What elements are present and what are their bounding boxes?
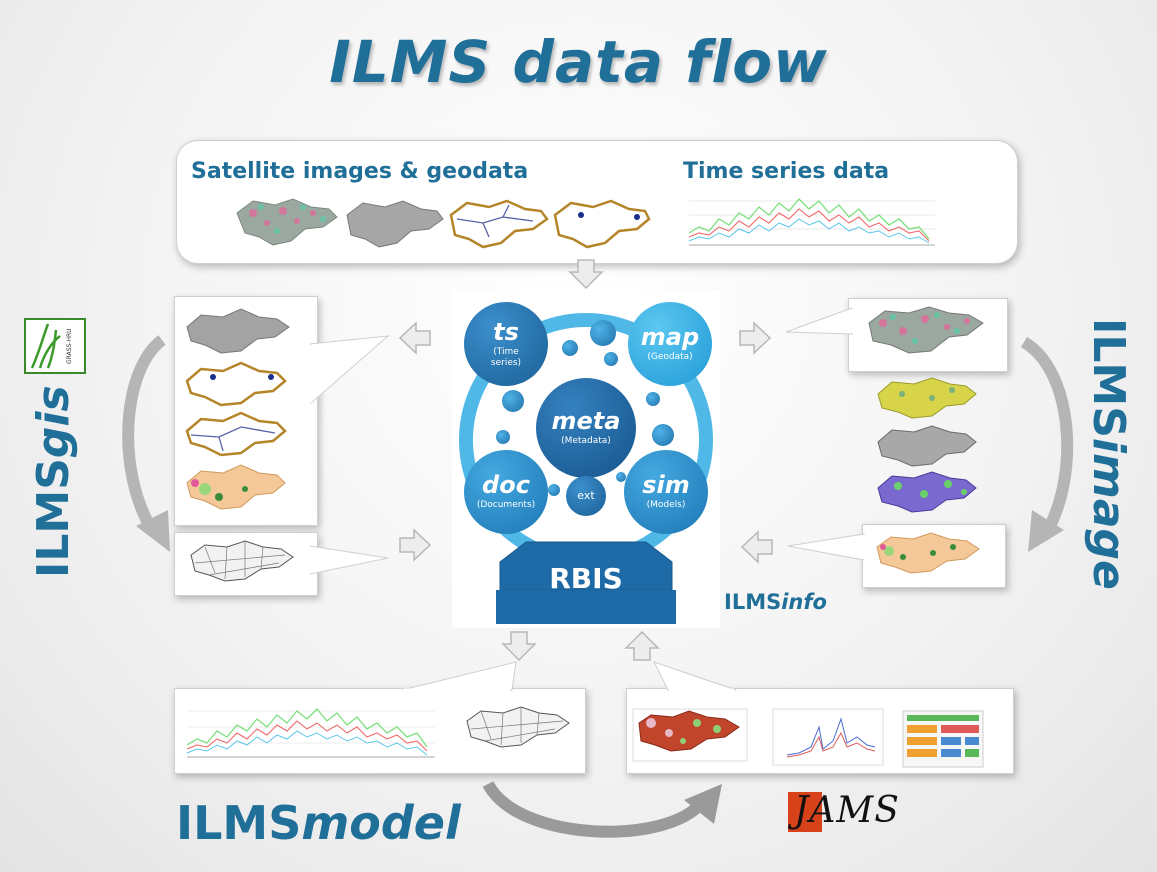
ext-label: ext bbox=[577, 488, 595, 502]
curved-arrow-left bbox=[122, 335, 170, 552]
map-label: map bbox=[640, 323, 700, 352]
grass-logo-icon bbox=[30, 323, 61, 369]
classified-image-stack bbox=[877, 377, 977, 513]
diagram-title: ILMS data flow bbox=[329, 28, 828, 96]
ilms-info-label: ILMSinfo bbox=[724, 590, 827, 614]
gis-map-thumbnails bbox=[185, 308, 290, 510]
doc-bubble: doc (Documents) bbox=[464, 450, 548, 534]
rbis-hub: ts (Time series) map (Geodata) meta (Met… bbox=[452, 290, 720, 628]
input-data-panel: Satellite images & geodata Time series d… bbox=[176, 140, 1018, 264]
rbis-label: RBIS bbox=[549, 562, 623, 595]
geodata-thumbnails bbox=[236, 198, 651, 249]
arrow-right-lower-left bbox=[399, 528, 432, 562]
jams-logo: JAMS bbox=[788, 790, 918, 834]
arrow-down-bottom bbox=[501, 631, 537, 662]
image-output-callout-pointer bbox=[787, 533, 866, 561]
deco-dot bbox=[604, 352, 618, 366]
ts-label: ts bbox=[493, 318, 519, 347]
ts-sub2: series) bbox=[490, 357, 522, 368]
deco-dot bbox=[562, 340, 578, 356]
ilms-gis-label: ILMSgis bbox=[28, 385, 79, 578]
meta-bubble: meta (Metadata) bbox=[536, 378, 636, 478]
results-callout-pointer bbox=[653, 661, 737, 692]
time-series-label: Time series data bbox=[683, 159, 890, 184]
ilms-model-label: ILMSmodel bbox=[176, 796, 461, 850]
ilms-image-label: ILMSimage bbox=[1083, 318, 1134, 590]
arrow-right-upper bbox=[739, 321, 772, 355]
grass-hru-logo: GRASS-HRU bbox=[24, 318, 86, 374]
time-series-thumbnail bbox=[688, 198, 935, 246]
deco-dot bbox=[652, 424, 674, 446]
deco-dot bbox=[590, 320, 616, 346]
meta-label: meta bbox=[551, 407, 621, 436]
sim-label: sim bbox=[642, 471, 690, 500]
model-callout-pointer bbox=[401, 661, 517, 692]
model-output-thumbnails bbox=[186, 706, 570, 758]
results-thumbnails bbox=[632, 708, 984, 768]
satellite-image-thumbnail bbox=[868, 306, 984, 354]
doc-label: doc bbox=[482, 471, 530, 500]
ext-bubble: ext bbox=[566, 476, 606, 516]
deco-dot bbox=[502, 390, 524, 412]
gis-callout-pointer bbox=[310, 335, 390, 405]
deco-dot bbox=[496, 430, 510, 444]
deco-dot bbox=[616, 472, 626, 482]
hru-map-thumbnail bbox=[190, 540, 294, 582]
deco-dot bbox=[646, 392, 660, 406]
hru-callout-pointer bbox=[310, 545, 389, 575]
map-sub: (Geodata) bbox=[647, 352, 693, 363]
jams-logo-mark bbox=[788, 792, 822, 832]
ts-bubble: ts (Time series) bbox=[464, 302, 548, 386]
arrow-left-lower-right bbox=[740, 530, 773, 564]
meta-sub: (Metadata) bbox=[561, 436, 611, 447]
jams-logo-text: JAMS bbox=[794, 790, 900, 831]
arrow-left-upper bbox=[398, 321, 431, 355]
sim-sub: (Models) bbox=[646, 500, 686, 511]
land-use-map-thumbnail bbox=[876, 532, 980, 574]
doc-sub: (Documents) bbox=[476, 500, 536, 511]
map-bubble: map (Geodata) bbox=[628, 302, 712, 386]
image-input-panel bbox=[848, 298, 1008, 372]
deco-dot bbox=[548, 484, 560, 496]
arrow-up-bottom bbox=[624, 630, 660, 661]
ts-sub1: (Time bbox=[493, 347, 519, 358]
arrow-down-top bbox=[568, 259, 604, 290]
satellite-geodata-label: Satellite images & geodata bbox=[191, 159, 529, 184]
model-output-panel bbox=[174, 688, 586, 774]
curved-arrow-bottom bbox=[482, 780, 722, 838]
hub-ring bbox=[459, 313, 713, 624]
image-input-callout-pointer bbox=[785, 307, 854, 335]
sim-bubble: sim (Models) bbox=[624, 450, 708, 534]
gis-maps-panel bbox=[174, 296, 318, 526]
curved-arrow-right bbox=[1020, 336, 1074, 552]
results-panel bbox=[626, 688, 1014, 774]
image-output-panel bbox=[862, 524, 1006, 588]
grass-logo-text: GRASS-HRU bbox=[66, 328, 73, 364]
gis-hru-panel bbox=[174, 532, 318, 596]
